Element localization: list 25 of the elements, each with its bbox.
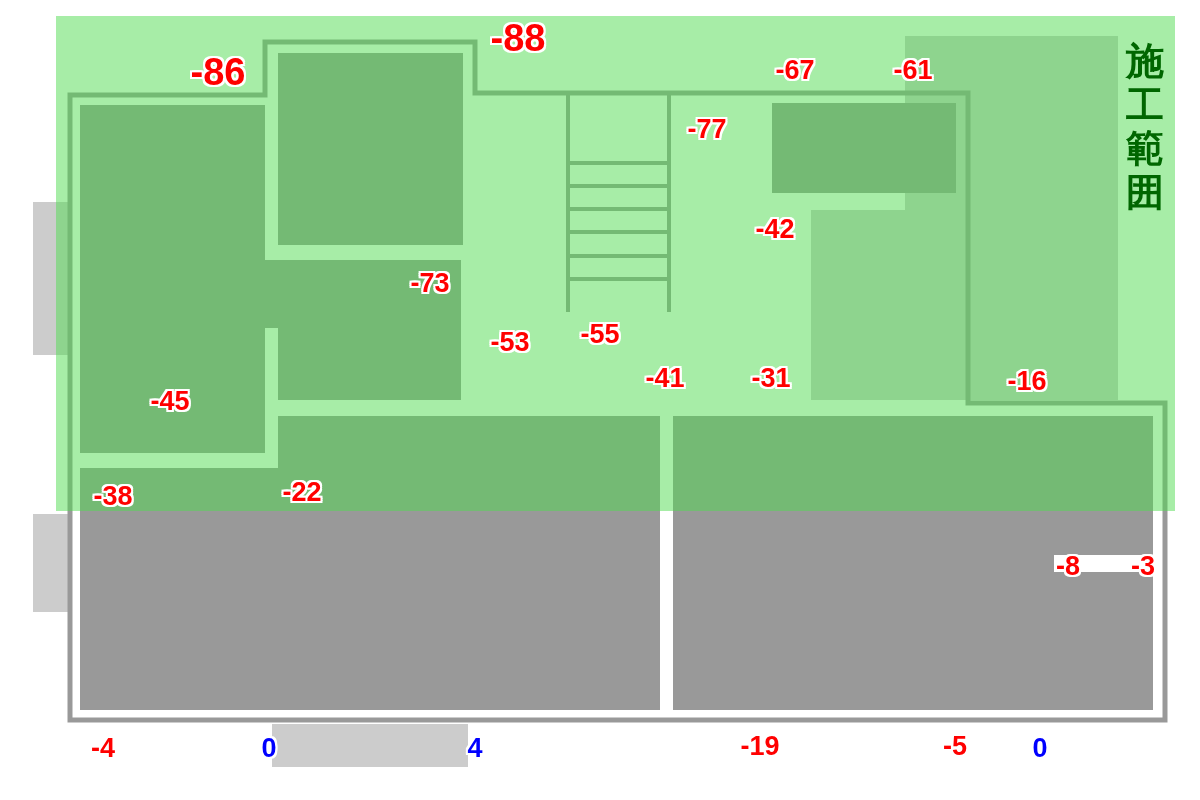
level-value: -41 [645,364,685,392]
level-value: -22 [282,478,322,506]
level-value: -4 [91,734,115,762]
level-value: 0 [261,734,277,762]
level-value: -5 [943,732,967,760]
level-value: 0 [1032,734,1048,762]
level-value: -16 [1007,367,1047,395]
level-value: -67 [775,56,815,84]
level-value: -86 [190,53,246,91]
level-value: -38 [93,482,133,510]
level-value: -19 [740,732,780,760]
area-label: 施工範囲 [1125,40,1165,215]
level-value: -53 [490,328,530,356]
level-value: -8 [1056,552,1080,580]
level-value: -3 [1131,552,1155,580]
level-value: -31 [751,364,791,392]
level-value: -77 [687,115,727,143]
construction-area-overlay [56,16,1175,511]
level-value: -61 [893,56,933,84]
level-value: -42 [755,215,795,243]
level-value: -88 [490,19,546,57]
level-value: 4 [467,734,483,762]
level-value: -55 [580,320,620,348]
level-value: -45 [150,387,190,415]
level-value: -73 [410,269,450,297]
